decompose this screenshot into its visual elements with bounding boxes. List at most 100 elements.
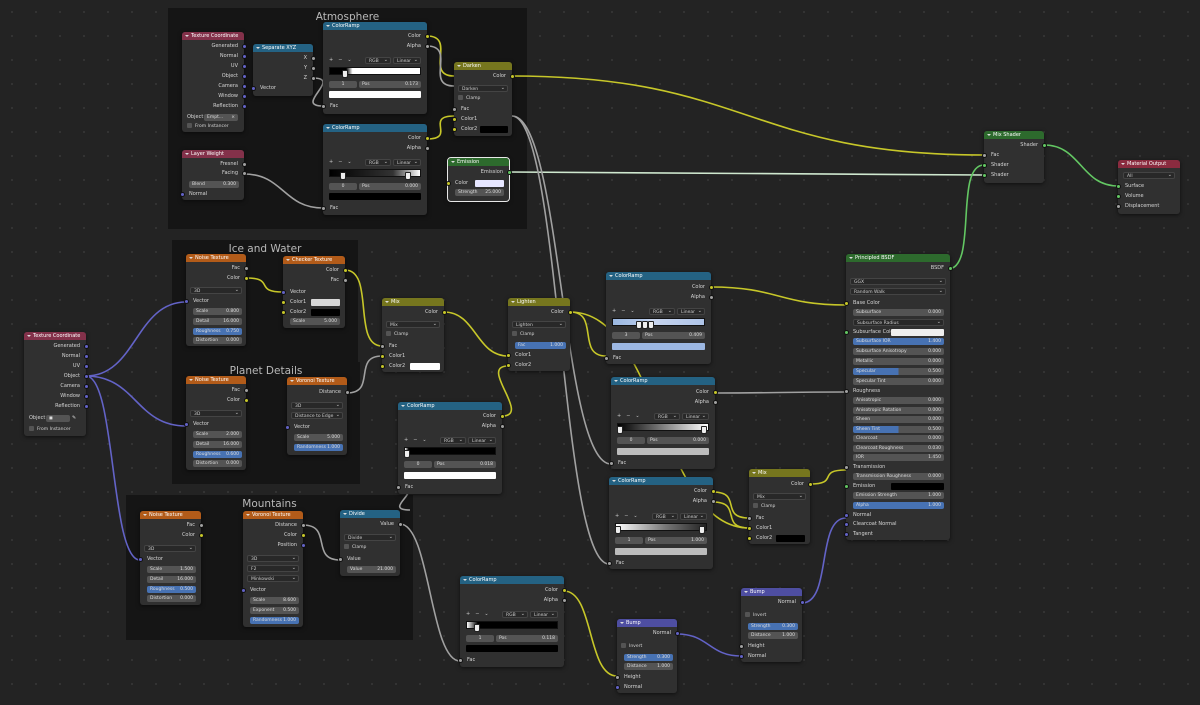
stop-index-field[interactable]: 0 (404, 461, 432, 468)
add-stop-button[interactable]: + (615, 513, 620, 519)
node-link[interactable] (809, 469, 847, 485)
node-colorramp-4[interactable]: ColorRamp Color Alpha +−⌄ RGB Linear 1 P… (457, 576, 567, 667)
stop-color-swatch[interactable] (329, 193, 421, 200)
socket-dot-icon[interactable] (284, 424, 290, 430)
socket-dot-icon[interactable] (300, 522, 306, 528)
socket-dot-icon[interactable] (280, 289, 286, 295)
color-mode-dropdown[interactable]: RGB (440, 437, 466, 444)
stop-color-swatch[interactable] (615, 548, 707, 555)
node-colorramp-6[interactable]: ColorRamp Color Alpha +−⌄ RGB Linear 0 P… (608, 377, 718, 469)
socket-dot-icon[interactable] (499, 423, 505, 429)
node-header[interactable]: ColorRamp (606, 272, 711, 280)
node-header[interactable]: ColorRamp (609, 477, 713, 485)
clamp-checkbox[interactable]: Clamp (458, 95, 480, 102)
socket-dot-icon[interactable] (243, 397, 249, 403)
socket-dot-icon[interactable] (250, 85, 256, 91)
node-colorramp-2[interactable]: ColorRamp Color Alpha +−⌄ RGB Linear 0 P… (320, 124, 430, 215)
socket-dot-icon[interactable] (179, 191, 185, 197)
socket-dot-icon[interactable] (83, 343, 89, 349)
blend-mode-dropdown[interactable]: Mix (386, 321, 440, 328)
node-principled-bsdf[interactable]: Principled BSDF BSDF GGX Random Walk Bas… (843, 254, 953, 540)
stop-index-field[interactable]: 0 (617, 437, 645, 444)
socket-dot-icon[interactable] (198, 522, 204, 528)
ramp-stop-handle[interactable] (405, 172, 411, 180)
node-header[interactable]: Noise Texture (140, 511, 201, 519)
stop-index-field[interactable]: 1 (615, 537, 643, 544)
ramp-stop-handle[interactable] (615, 526, 621, 534)
socket-dot-icon[interactable] (710, 488, 716, 494)
node-header[interactable]: Principled BSDF (846, 254, 950, 262)
color2-swatch[interactable] (776, 535, 805, 542)
socket-dot-icon[interactable] (746, 535, 752, 541)
node-link[interactable] (85, 301, 187, 377)
socket-dot-icon[interactable] (843, 388, 849, 394)
socket-dot-icon[interactable] (712, 389, 718, 395)
stop-index-field[interactable]: 1 (466, 635, 494, 642)
node-header[interactable]: ColorRamp (323, 22, 427, 30)
node-header[interactable]: Noise Texture (186, 376, 246, 384)
socket-dot-icon[interactable] (445, 180, 451, 186)
node-header[interactable]: Texture Coordinate (24, 332, 86, 340)
ramp-stop-handle[interactable] (404, 450, 410, 458)
socket-dot-icon[interactable] (1115, 193, 1121, 199)
blend-mode-dropdown[interactable]: Darken (458, 85, 508, 92)
socket-dot-icon[interactable] (746, 525, 752, 531)
clamp-checkbox[interactable]: Clamp (344, 544, 366, 551)
socket-dot-icon[interactable] (606, 560, 612, 566)
socket-dot-icon[interactable] (342, 267, 348, 273)
chevron-down-icon[interactable]: ⌄ (633, 513, 638, 519)
node-link[interactable] (710, 286, 847, 306)
node-header[interactable]: Noise Texture (186, 254, 246, 262)
node-voronoi-texture-1[interactable]: Voronoi Texture Distance 3D Distance to … (284, 377, 350, 455)
socket-dot-icon[interactable] (342, 277, 348, 283)
node-link[interactable] (569, 311, 607, 357)
dimensions-dropdown[interactable]: 3D (144, 545, 196, 552)
socket-dot-icon[interactable] (674, 630, 680, 636)
node-divide[interactable]: Divide Value Divide Clamp Value Value21.… (337, 510, 403, 576)
node-link[interactable] (508, 171, 985, 176)
socket-dot-icon[interactable] (310, 65, 316, 71)
socket-dot-icon[interactable] (981, 152, 987, 158)
socket-dot-icon[interactable] (379, 353, 385, 359)
socket-dot-icon[interactable] (241, 170, 247, 176)
socket-dot-icon[interactable] (843, 512, 849, 518)
interpolation-dropdown[interactable]: Linear (393, 57, 421, 64)
invert-checkbox[interactable]: Invert (621, 643, 642, 650)
color1-swatch[interactable] (311, 299, 340, 306)
close-icon[interactable]: × (231, 115, 235, 120)
socket-dot-icon[interactable] (708, 284, 714, 290)
stop-color-swatch[interactable] (404, 472, 496, 479)
node-link[interactable] (714, 391, 847, 394)
ramp-toolbar[interactable]: +−⌄ (615, 513, 643, 520)
socket-dot-icon[interactable] (567, 309, 573, 315)
socket-dot-icon[interactable] (397, 521, 403, 527)
socket-dot-icon[interactable] (843, 531, 849, 537)
node-link[interactable] (712, 501, 750, 529)
node-header[interactable]: ColorRamp (611, 377, 715, 385)
ramp-toolbar[interactable]: +−⌄ (466, 611, 494, 618)
socket-dot-icon[interactable] (300, 542, 306, 548)
node-header[interactable]: Darken (454, 62, 512, 70)
add-stop-button[interactable]: + (329, 57, 334, 63)
ramp-stop-handle[interactable] (699, 526, 705, 534)
feature-dropdown[interactable]: F2 (247, 565, 299, 572)
